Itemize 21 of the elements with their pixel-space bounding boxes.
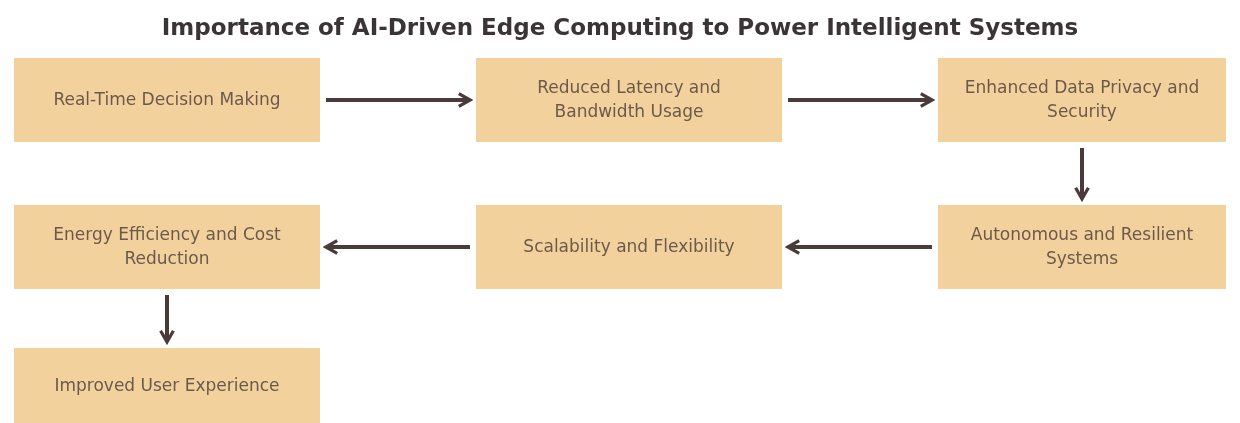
process-box [14, 58, 320, 142]
arrow [1074, 148, 1090, 201]
process-box [14, 348, 320, 423]
arrow [326, 92, 472, 108]
arrow [786, 239, 932, 255]
box-label: Enhanced Data Privacy and Security [963, 76, 1201, 123]
process-box [14, 205, 320, 289]
box-label: Autonomous and Resilient Systems [969, 223, 1195, 270]
arrow [324, 239, 470, 255]
arrow [159, 295, 175, 344]
diagram-title: Importance of AI-Driven Edge Computing to Power Intelligent Systems [161, 14, 1079, 40]
process-box [476, 205, 782, 289]
box-label: Real-Time Decision Making [53, 88, 281, 112]
box-label: Improved User Experience [54, 373, 280, 397]
box-label: Reduced Latency and Bandwidth Usage [536, 76, 722, 123]
box-label: Energy Efficiency and Cost Reduction [52, 223, 282, 270]
arrow [788, 92, 934, 108]
box-label: Scalability and Flexibility [523, 235, 735, 259]
process-box [476, 58, 782, 142]
process-box [938, 58, 1226, 142]
process-box [938, 205, 1226, 289]
